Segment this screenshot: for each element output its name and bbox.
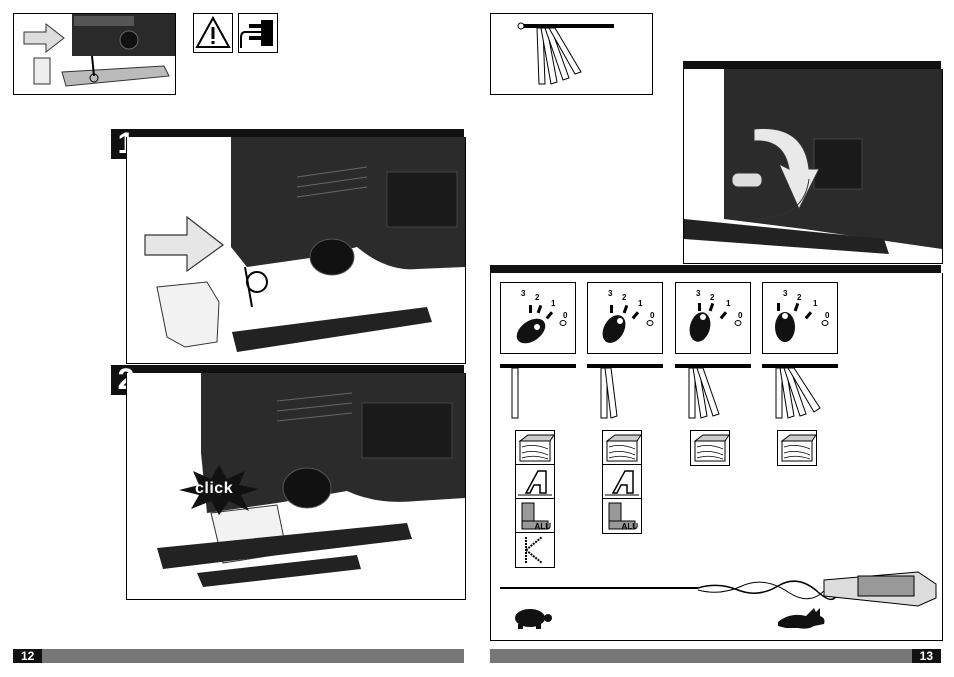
step-2-illustration <box>127 373 465 599</box>
step-2-panel: click <box>126 373 466 600</box>
wood-material-icon <box>777 430 817 466</box>
warning-icon <box>193 13 233 53</box>
turtle-icon <box>508 604 554 630</box>
aluminium-material-icon: ALU <box>515 498 555 534</box>
dial-number-3: 3 <box>521 289 525 298</box>
dial-number-3: 3 <box>608 289 612 298</box>
right-footer-bar: 13 <box>490 649 941 663</box>
plastic-material-icon <box>515 464 555 500</box>
hare-icon <box>774 604 828 632</box>
orbit-selector-panel <box>683 69 943 264</box>
dial-number-2: 2 <box>535 293 539 302</box>
right-page-number: 13 <box>912 649 941 663</box>
step-2-header-bar <box>111 365 464 373</box>
dial-number-2: 2 <box>622 293 626 302</box>
blade-orbit-0-icon <box>500 362 576 422</box>
dial-number-0: 0 <box>650 311 654 320</box>
orbit-chart-header-bar <box>490 265 941 273</box>
blade-orbit-1-icon <box>587 362 663 422</box>
blade-orbit-3-icon <box>762 362 838 422</box>
alu-label: ALU <box>535 522 551 531</box>
dial-number-1: 1 <box>726 299 730 308</box>
dial-number-2: 2 <box>710 293 714 302</box>
dial-number-0: 0 <box>825 311 829 320</box>
jigsaw-guide-illustration <box>14 14 175 94</box>
click-label: click <box>195 480 233 498</box>
dial-number-3: 3 <box>696 289 700 298</box>
dial-number-1: 1 <box>551 299 555 308</box>
step-1-illustration <box>127 137 465 363</box>
speed-scale-illustration <box>498 562 938 612</box>
orbit-blade-panel <box>490 13 653 95</box>
dial-setting-2: 3 2 1 0 <box>675 282 751 354</box>
dial-number-3: 3 <box>783 289 787 298</box>
blade-orbit-2-icon <box>675 362 751 422</box>
wood-material-icon <box>602 430 642 466</box>
orbit-blades-illustration <box>491 14 652 94</box>
dial-number-1: 1 <box>638 299 642 308</box>
left-page-number: 12 <box>13 649 42 663</box>
dial-number-2: 2 <box>797 293 801 302</box>
wood-material-icon <box>690 430 730 466</box>
alu-label: ALU <box>622 522 638 531</box>
unplug-icon <box>238 13 278 53</box>
step-1-header-bar <box>111 129 464 137</box>
aluminium-material-icon: ALU <box>602 498 642 534</box>
dial-number-1: 1 <box>813 299 817 308</box>
dial-number-0: 0 <box>738 311 742 320</box>
left-footer-bar: 12 <box>13 649 464 663</box>
dial-setting-1: 3 2 1 0 <box>587 282 663 354</box>
dial-number-0: 0 <box>563 311 567 320</box>
plastic-material-icon <box>602 464 642 500</box>
dial-setting-3: 3 2 1 0 <box>762 282 838 354</box>
orbit-selector-illustration <box>684 69 942 263</box>
wood-material-icon <box>515 430 555 466</box>
step-1-panel <box>126 137 466 364</box>
insert-guide-panel <box>13 13 176 95</box>
dial-setting-0: 3 2 1 0 <box>500 282 576 354</box>
orbit-panel-header-bar <box>683 61 941 69</box>
